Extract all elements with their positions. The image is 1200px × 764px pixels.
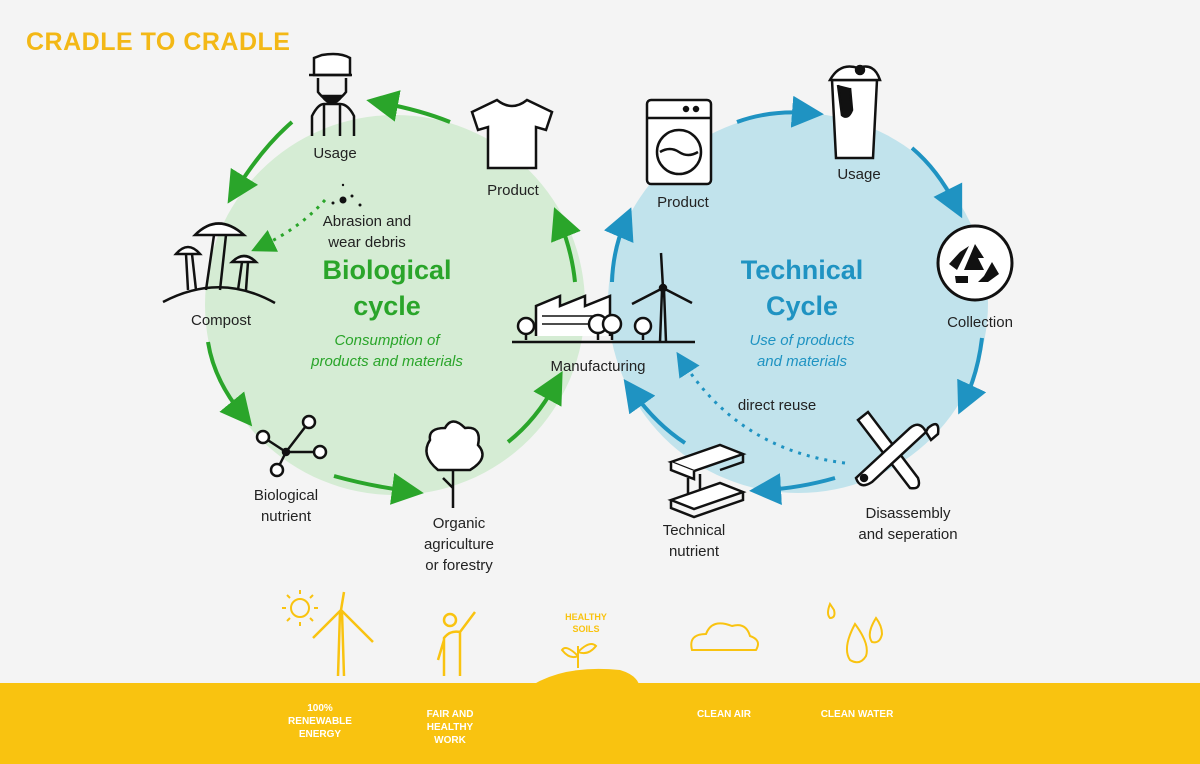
abrasion-return-arrow — [251, 199, 327, 252]
organic-agriculture-label: Organic agriculture or forestry — [423, 515, 495, 574]
bio-usage-label: Usage — [313, 145, 357, 162]
tech-product-label: Product — [657, 194, 709, 211]
wind-turbine-icon — [631, 252, 693, 343]
compost-label: Compost — [190, 312, 252, 329]
disassembly-label: Disassembly and seperation — [858, 505, 958, 543]
bottom-band — [0, 683, 1200, 764]
recycle-icon — [936, 224, 1014, 302]
steel-beam-icon — [667, 443, 747, 519]
biological-cycle-arrows — [206, 90, 581, 505]
wind-turbine-energy-icon — [312, 591, 374, 677]
manufacturing-label: Manufacturing — [550, 358, 646, 375]
technical-cycle-arrows — [603, 95, 987, 506]
factory-icon — [512, 294, 695, 344]
renewable-energy-label: 100% RENEWABLE ENERGY — [288, 703, 352, 740]
page-title: CRADLE TO CRADLE — [26, 28, 291, 56]
biological-cycle-area — [205, 115, 585, 495]
abrasion-particles-icon — [331, 183, 362, 207]
washing-machine-icon — [645, 98, 713, 186]
tshirt-icon — [470, 98, 554, 170]
abrasion-label: Abrasion and wear debris — [322, 213, 412, 251]
clean-water-label: CLEAN WATER — [820, 709, 894, 720]
cotton-plant-icon — [425, 420, 484, 508]
biological-nutrient-label: Biological nutrient — [253, 487, 319, 525]
direct-reuse-label: direct reuse — [737, 397, 817, 414]
collection-label: Collection — [947, 314, 1013, 331]
technical-cycle-area — [608, 113, 988, 493]
water-drops-icon — [827, 601, 884, 664]
clean-air-label: CLEAN AIR — [696, 709, 752, 720]
tools-icon — [854, 410, 940, 490]
sun-icon — [282, 590, 318, 626]
person-icon — [309, 52, 356, 136]
paint-bucket-icon — [827, 64, 882, 160]
fair-work-label: FAIR AND HEALTHY WORK — [426, 709, 474, 746]
direct-reuse-arrow — [676, 351, 846, 465]
mushroom-icon — [162, 222, 276, 305]
tech-usage-label: Usage — [837, 166, 881, 183]
technical-cycle-subtitle: Use of products and materials — [749, 332, 855, 370]
technical-cycle-title: Technical Cycle — [740, 255, 864, 321]
worker-icon — [436, 611, 476, 676]
healthy-soils-label: HEALTHY SOILS — [565, 612, 607, 634]
technical-nutrient-label: Technical nutrient — [662, 522, 726, 560]
biological-cycle-title: Biological cycle — [322, 255, 452, 321]
molecule-icon — [255, 414, 328, 478]
cloud-icon — [690, 622, 759, 651]
bio-product-label: Product — [487, 182, 539, 199]
biological-cycle-subtitle: Consumption of products and materials — [311, 332, 463, 370]
